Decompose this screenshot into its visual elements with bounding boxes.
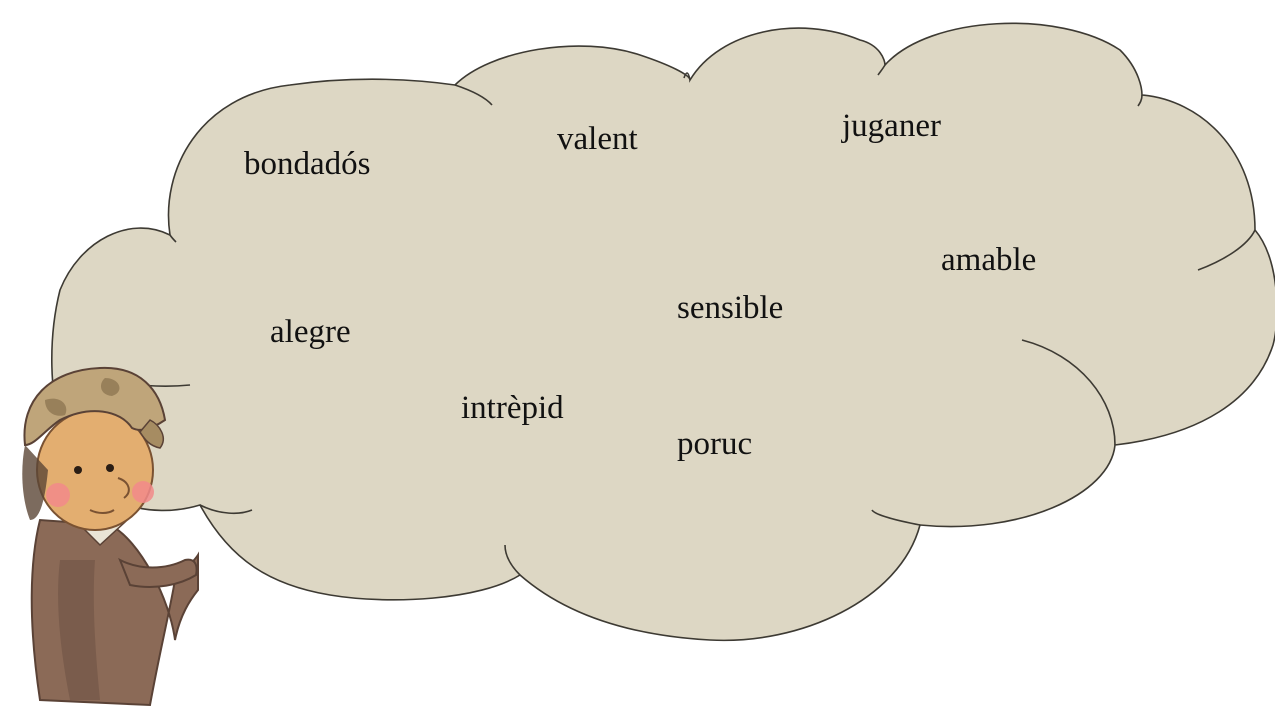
boy-arm [118,557,198,588]
word-amable: amable [941,242,1037,278]
cloud-arc [199,504,253,515]
cloud-arc [871,509,921,526]
word-alegre: alegre [270,314,351,350]
cloud-shape [51,22,1275,642]
word-poruc: poruc [677,426,753,462]
cloud-arc [504,544,521,576]
boy-with-cap-icon [22,366,199,707]
cloud-arc [877,64,886,76]
cloud-arc [683,72,691,81]
cloud-arc [1137,94,1143,107]
word-sensible: sensible [677,290,784,326]
word-intrepid: intrèpid [461,390,564,426]
boy-mouth [89,509,115,514]
boy-coat [30,518,199,707]
cloud-arc [169,234,177,243]
boy-eye-left [74,466,82,474]
boy-eye-right [106,464,114,472]
boy-coat-shade [58,560,100,700]
word-valent: valent [557,121,638,157]
boy-nose [117,477,130,499]
cloud-arc [1197,229,1256,271]
boy-cap-brim [139,419,164,449]
boy-cheek-right [132,481,154,503]
word-bondados: bondadós [244,146,371,182]
cloud-arc [454,84,493,106]
thought-cloud [51,22,1275,642]
word-juganer: juganer [842,108,941,144]
boy-cap-patches [45,378,120,416]
cloud-arc [1021,339,1116,446]
boy-cheek-left [46,483,70,507]
boy-hair [22,445,48,520]
